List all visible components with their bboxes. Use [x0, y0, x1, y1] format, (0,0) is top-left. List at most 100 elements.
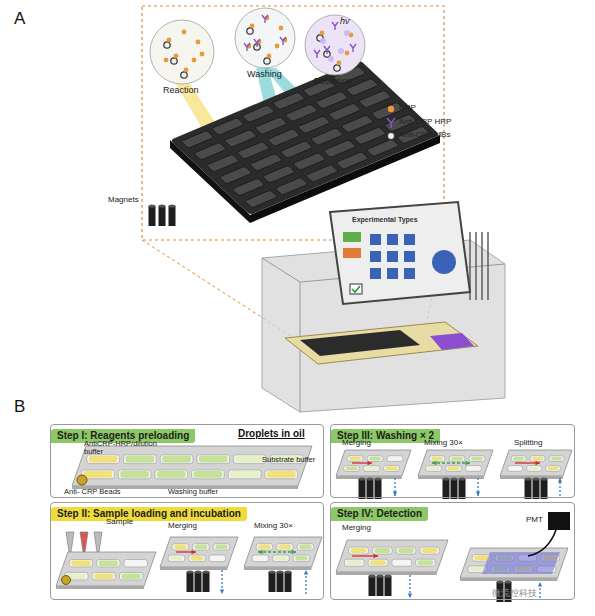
- hrp-antibody: [244, 43, 250, 51]
- droplet: [448, 467, 460, 471]
- chip-channel: [124, 455, 157, 464]
- crp-molecule: [279, 26, 284, 31]
- chip: [418, 450, 493, 479]
- plate-slot: [285, 104, 318, 122]
- chip-channel: [426, 466, 442, 472]
- magnet-top: [187, 570, 194, 573]
- droplet: [174, 545, 187, 550]
- arrow-head: [538, 582, 542, 587]
- droplet: [398, 548, 414, 553]
- magnetic-bead: [247, 28, 253, 34]
- magnet-body: [385, 576, 392, 596]
- magnet-body: [377, 576, 384, 596]
- chip-channel: [469, 456, 485, 462]
- merge-arrow: [352, 554, 378, 558]
- chip-channel: [387, 456, 403, 462]
- droplet: [215, 545, 228, 550]
- chip-channel: [277, 544, 294, 551]
- bead-inlet: [77, 475, 87, 485]
- chip-edge: [336, 572, 437, 575]
- crp-molecule: [200, 52, 205, 57]
- arrow-head: [220, 589, 224, 594]
- step-heading: Step II: Sample loading and incubation: [51, 507, 247, 521]
- magnet-top: [277, 570, 284, 573]
- magnet-move-arrow: [220, 570, 224, 594]
- chip-channel: [234, 455, 267, 464]
- magnet-body: [159, 206, 166, 226]
- magnet-top: [497, 580, 504, 583]
- chip-channel: [416, 559, 436, 566]
- plate-slot: [211, 118, 244, 136]
- part-name: PMT: [526, 516, 543, 525]
- magnet-body: [269, 572, 276, 592]
- chip-channel: [172, 544, 189, 551]
- plate-slot: [315, 91, 348, 109]
- chip-edge: [56, 586, 144, 589]
- arrow-head: [367, 461, 372, 465]
- chip-channel: [368, 559, 388, 566]
- magnet-group: [187, 570, 210, 592]
- crp-molecule: [164, 58, 169, 63]
- plate-slot: [250, 153, 283, 171]
- step-heading: Step IV: Detection: [331, 507, 428, 521]
- plate-slot: [328, 103, 361, 121]
- magnet-move-arrow: [393, 478, 397, 496]
- arrow-head: [408, 593, 412, 598]
- plate-slot: [298, 116, 331, 134]
- magnet-top: [159, 204, 166, 207]
- light-spot: [344, 30, 350, 36]
- droplet: [551, 457, 562, 461]
- magnet-body: [285, 572, 292, 592]
- magnet-top: [525, 477, 532, 480]
- chip-channel: [546, 466, 561, 472]
- chip-channel: [384, 466, 400, 472]
- chip-channel: [213, 544, 230, 551]
- droplet: [94, 573, 113, 578]
- droplet: [275, 556, 288, 561]
- chip-channel: [293, 555, 310, 562]
- droplet: [89, 456, 118, 463]
- chip-channel: [297, 544, 314, 551]
- zoom-circle: [305, 15, 365, 75]
- reagent-label: AntiCRP-HRP/dilution buffer: [84, 440, 162, 457]
- screen-icon: [350, 284, 362, 294]
- plate-slot: [245, 190, 278, 208]
- droplet: [471, 457, 483, 461]
- magnet-body: [443, 479, 450, 499]
- chip-channel: [347, 456, 363, 462]
- mixing-arrow: [432, 461, 470, 465]
- chip-channel: [118, 470, 151, 479]
- step-panel: Step II: Sample loading and incubation: [50, 502, 324, 600]
- chip-body: [460, 548, 568, 578]
- magnet-top: [169, 204, 176, 207]
- plate-slot: [336, 152, 369, 170]
- step-panel: Step III: Washing × 2: [330, 424, 575, 498]
- part-name: Sample: [106, 518, 133, 527]
- plate-slot: [323, 140, 356, 158]
- chip-channel: [420, 547, 440, 554]
- light-spot: [338, 48, 344, 54]
- droplet: [99, 560, 118, 565]
- crp-molecule: [275, 44, 280, 49]
- chip-channel: [119, 572, 142, 579]
- crp-molecule: [192, 58, 197, 63]
- screen-icon: [343, 232, 361, 242]
- magnet-body: [367, 479, 374, 499]
- chip: [160, 537, 238, 570]
- pmt-fiber: [528, 530, 556, 556]
- light-symbol: hν: [340, 17, 350, 27]
- merge-arrow: [176, 550, 196, 554]
- arrow-head: [373, 554, 378, 558]
- magnet-top: [203, 570, 210, 573]
- chip: [72, 446, 312, 489]
- magnet-body: [187, 572, 194, 592]
- droplet: [157, 471, 186, 478]
- plate-slot: [272, 92, 305, 110]
- zoom-circle: [235, 8, 295, 68]
- plate-slot: [237, 142, 270, 160]
- arrow-head: [393, 491, 397, 496]
- plate-slot: [206, 154, 239, 172]
- screen-icon: [370, 251, 381, 262]
- magnet-top: [505, 580, 512, 583]
- magnet-group: [443, 477, 466, 499]
